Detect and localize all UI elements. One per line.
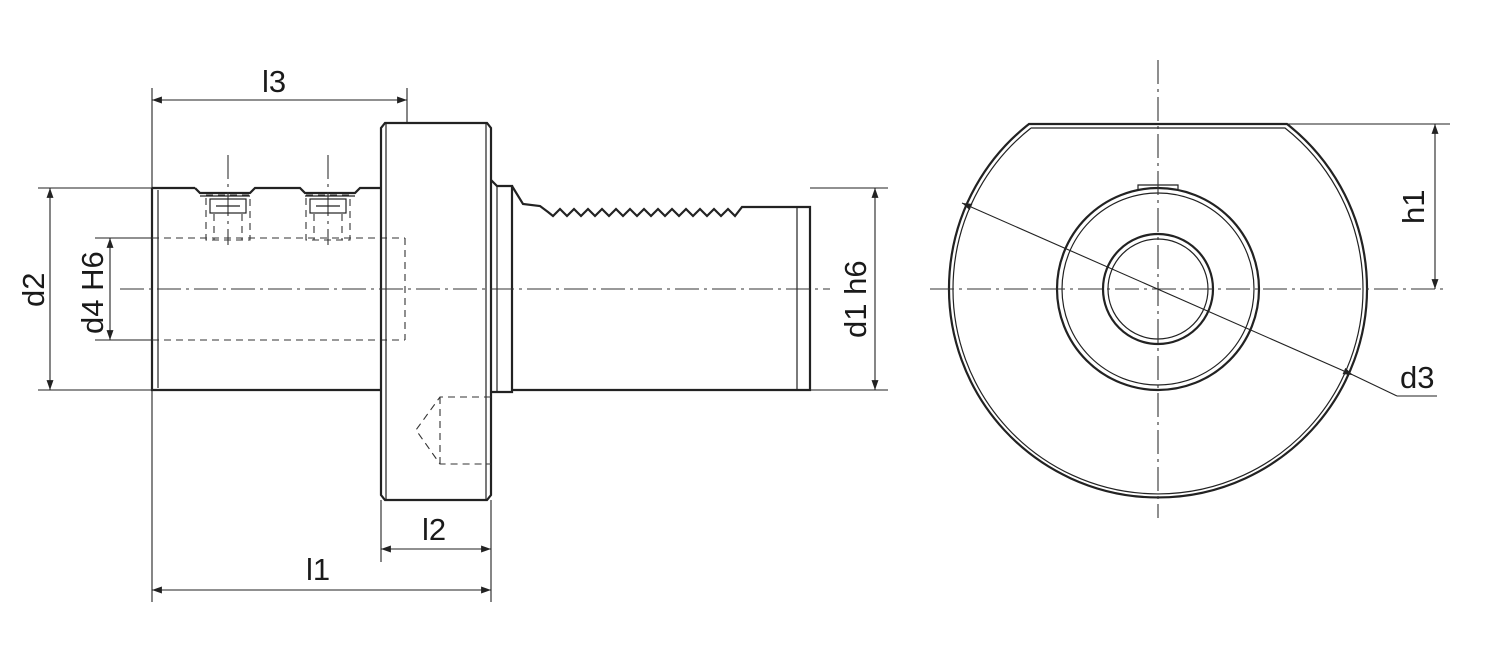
- front-view: [930, 60, 1448, 518]
- label-l3: l3: [262, 64, 286, 99]
- dimension-l3: l3: [151, 64, 408, 188]
- dimension-d1: d1 h6: [810, 187, 888, 391]
- neck: [490, 179, 514, 394]
- right-shank: [511, 185, 812, 392]
- clamp-screw-left: [205, 155, 251, 245]
- bore-hidden-lines: [152, 237, 406, 341]
- label-l2: l2: [422, 512, 446, 547]
- label-d1-h6: d1 h6: [838, 260, 873, 338]
- dimension-l2: l2: [380, 500, 492, 562]
- dimension-d3: d3: [961, 202, 1437, 397]
- clamp-screw-right: [305, 155, 351, 245]
- left-shank: [150, 186, 380, 392]
- label-h1: h1: [1396, 190, 1431, 224]
- side-view: [120, 121, 830, 502]
- flange: [379, 121, 493, 502]
- label-d3: d3: [1400, 360, 1434, 395]
- label-l1: l1: [306, 552, 330, 587]
- dimension-d4: d4 H6: [75, 237, 152, 341]
- dimension-l1: l1: [151, 390, 492, 602]
- label-d4-h6: d4 H6: [75, 251, 110, 334]
- dimension-h1: h1: [1287, 123, 1450, 289]
- label-d2: d2: [16, 273, 51, 307]
- dimension-d2: d2: [16, 187, 152, 391]
- outer-profile: [947, 122, 1369, 499]
